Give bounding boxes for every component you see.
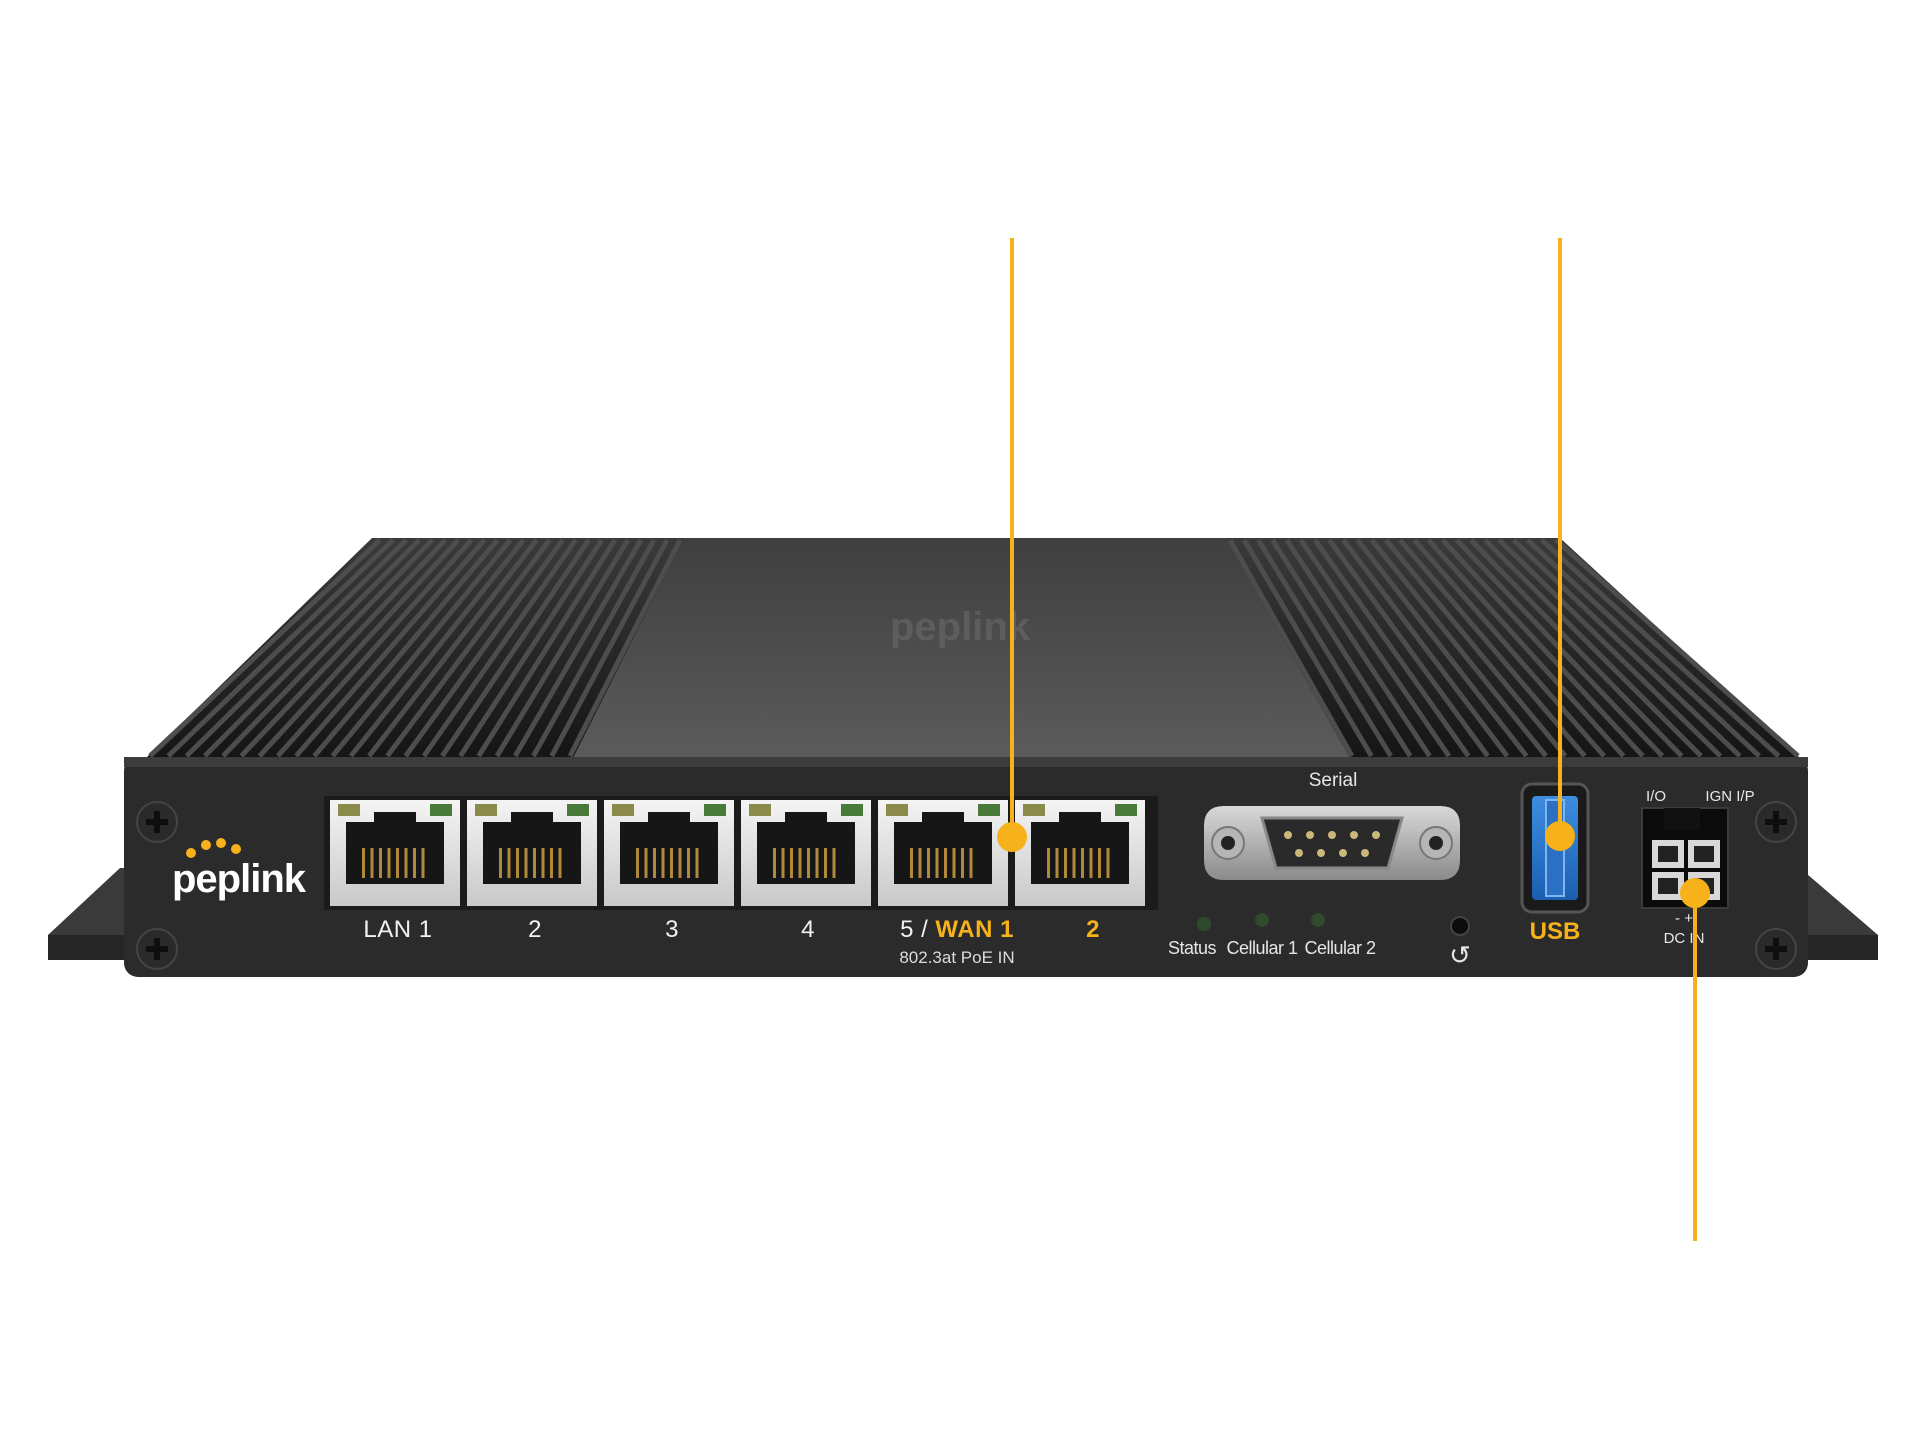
cellular2-led-label: Cellular 2: [1304, 938, 1376, 958]
serial-label: Serial: [1308, 770, 1358, 791]
status-led-label: Status: [1167, 938, 1217, 958]
port5-prefix: 5 /: [900, 916, 936, 943]
top-plate: [573, 538, 1350, 758]
embossed-logo: peplink: [890, 605, 1031, 649]
reset-button: [1450, 916, 1470, 936]
io-label: I/O: [1645, 788, 1667, 805]
status-led: [1197, 917, 1211, 931]
ethernet-port: [330, 800, 460, 906]
callout-dot-dc: [1680, 878, 1710, 908]
screw-icon: [136, 928, 178, 970]
ethernet-port: [467, 800, 597, 906]
ethernet-port: [878, 800, 1008, 906]
callout-line-usb: [1558, 238, 1562, 838]
ign-label: IGN I/P: [1705, 788, 1755, 805]
lan1-label: LAN 1: [363, 916, 433, 943]
callout-line-wan: [1010, 238, 1014, 838]
poe-note: 802.3at PoE IN: [899, 948, 1015, 967]
wan1-label: WAN 1: [935, 916, 1014, 943]
callout-dot-wan: [997, 822, 1027, 852]
callout-dot-usb: [1545, 821, 1575, 851]
callout-line-dc: [1693, 893, 1697, 1241]
cellular1-led: [1255, 913, 1269, 927]
serial-port: [1204, 806, 1460, 880]
lan2-label: 2: [528, 916, 542, 943]
heatsink-left: [146, 538, 684, 758]
dc-in-label: DC IN: [1663, 930, 1705, 947]
lan3-label: 3: [665, 916, 679, 943]
lan4-label: 4: [801, 916, 815, 943]
peplink-logo: peplink: [172, 857, 306, 901]
ethernet-port: [741, 800, 871, 906]
screw-icon: [136, 801, 178, 843]
polarity-label: - +: [1675, 910, 1693, 927]
usb-label: USB: [1529, 918, 1581, 945]
screw-icon: [1755, 928, 1797, 970]
ethernet-port: [604, 800, 734, 906]
wan2-label: 2: [1086, 916, 1100, 943]
port5-wan1-label: 5 / WAN 1: [900, 916, 1014, 944]
ethernet-port: [1015, 800, 1145, 906]
cellular1-led-label: Cellular 1: [1226, 938, 1298, 958]
screw-icon: [1755, 801, 1797, 843]
cellular2-led: [1311, 913, 1325, 927]
reset-icon: ↺: [1449, 940, 1471, 970]
